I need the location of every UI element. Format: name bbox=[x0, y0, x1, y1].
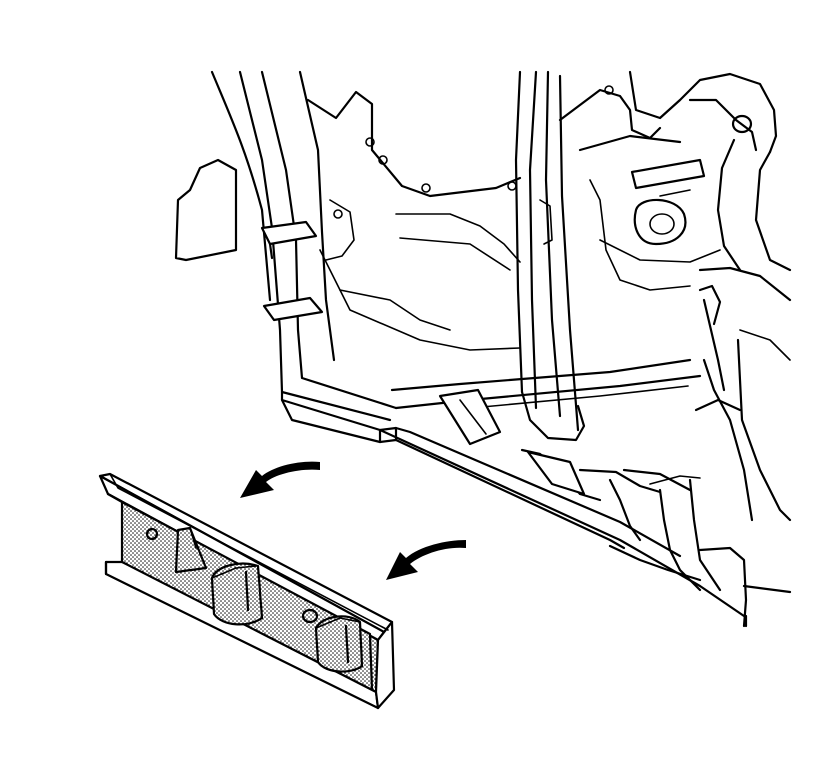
curved-arrow-left-icon bbox=[386, 540, 466, 580]
vehicle-body-frame-icon bbox=[174, 70, 792, 628]
rocker-reinforcement-icon bbox=[98, 472, 396, 710]
curved-arrow-left-icon bbox=[240, 461, 320, 498]
